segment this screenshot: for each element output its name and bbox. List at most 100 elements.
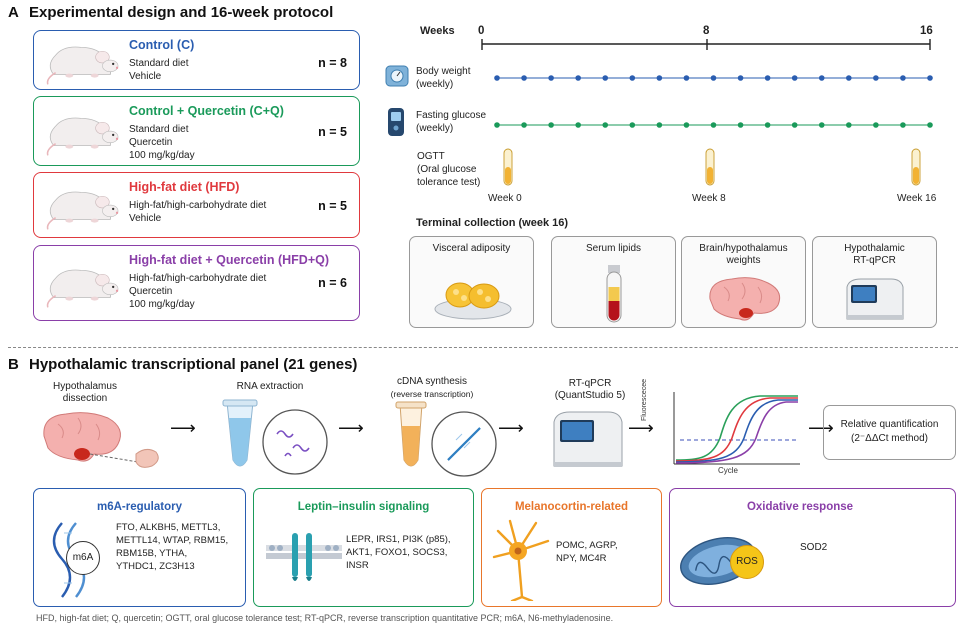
- terminal-item-label: Visceral adiposity: [432, 243, 511, 254]
- week-tick-8: 8: [703, 25, 710, 37]
- week-dot: [494, 122, 500, 128]
- step-cdna-synthesis-label: cDNA synthesis (reverse transcription): [390, 376, 474, 399]
- qpcr-machine-icon: [846, 278, 904, 320]
- group-card-hfd: High-fat diet (HFD) High-fat/high-carboh…: [33, 172, 360, 238]
- ogtt-label: OGTT (Oral glucose tolerance test): [417, 150, 480, 189]
- amplification-curve: [675, 399, 798, 463]
- footnote: HFD, high-fat diet; Q, quercetin; OGTT, …: [36, 613, 614, 623]
- label-line: (weekly): [416, 123, 454, 134]
- panel-b-letter: B: [8, 356, 19, 373]
- week-dot: [710, 75, 717, 81]
- category-title: Melanocortin-related: [514, 501, 629, 513]
- label-line: Body weight: [416, 66, 471, 77]
- category-title: m6A-regulatory: [97, 501, 182, 513]
- group-title: High-fat diet + Quercetin (HFD+Q): [129, 253, 330, 267]
- receptor-membrane-icon: [266, 533, 342, 581]
- week-dot: [737, 122, 744, 128]
- brain-icon: [709, 277, 781, 321]
- group-line: 100 mg/kg/day: [129, 299, 195, 310]
- group-description: High-fat/high-carbohydrate diet Querceti…: [129, 272, 266, 311]
- week-dot: [873, 122, 879, 128]
- week-dot: [548, 122, 554, 128]
- scale-icon: [385, 65, 409, 87]
- group-line: Quercetin: [129, 137, 173, 148]
- group-line: Vehicle: [129, 213, 162, 224]
- fasting-glucose-label: Fasting glucose (weekly): [416, 109, 486, 135]
- arrow-right-icon: ⟶: [628, 418, 654, 438]
- step-rna-extraction-label: RNA extraction: [236, 381, 304, 392]
- terminal-collection-title: Terminal collection (week 16): [416, 217, 569, 229]
- blood-tube-icon: [606, 265, 622, 323]
- week-dot: [602, 75, 609, 81]
- group-card-control-quercetin: Control + Quercetin (C+Q) Standard diet …: [33, 96, 360, 166]
- weeks-label: Weeks: [420, 25, 455, 37]
- terminal-item-label: Serum lipids: [585, 243, 642, 254]
- relative-quantification-box: Relative quantification (2⁻ΔΔCt method): [823, 405, 956, 460]
- week-dot: [521, 75, 527, 81]
- group-n: n = 5: [318, 199, 347, 213]
- group-description: Standard diet Vehicle: [129, 57, 189, 83]
- arrow-right-icon: ⟶: [808, 418, 834, 438]
- category-oxidative-response: Oxidative response ROS SOD2: [669, 488, 956, 607]
- quant-line: (2⁻ΔΔCt method): [851, 433, 928, 444]
- glucose-dots: [494, 122, 933, 128]
- panel-a-title: Experimental design and 16-week protocol: [29, 4, 334, 21]
- section-divider: [8, 347, 958, 348]
- week-dot: [710, 122, 717, 128]
- terminal-item-brain-weights: Brain/hypothalamus weights: [681, 236, 806, 328]
- group-line: High-fat/high-carbohydrate diet: [129, 200, 267, 211]
- group-card-hfd-quercetin: High-fat diet + Quercetin (HFD+Q) High-f…: [33, 245, 360, 321]
- panel-b-title: Hypothalamic transcriptional panel (21 g…: [29, 356, 358, 373]
- week-tick-16: 16: [920, 25, 933, 37]
- plot-xlabel: Cycle: [718, 466, 739, 475]
- week-dot: [602, 122, 609, 128]
- step-rt-qpcr-label: RT-qPCR(QuantStudio 5): [554, 378, 626, 401]
- week-dot: [656, 122, 663, 128]
- group-line: Vehicle: [129, 71, 162, 82]
- rat-icon: [46, 117, 120, 157]
- group-description: High-fat/high-carbohydrate diet Vehicle: [129, 199, 266, 225]
- week-dot: [629, 122, 636, 128]
- week-dot: [791, 75, 798, 81]
- hypothalamus-dissection-icon: [43, 412, 159, 468]
- rat-icon: [46, 46, 120, 86]
- group-line: Standard diet: [129, 124, 189, 135]
- neuron-icon: [492, 519, 550, 601]
- ogtt-week-8: Week 8: [692, 193, 726, 204]
- terminal-item-label: Brain/hypothalamus weights: [699, 243, 788, 266]
- category-leptin-insulin-signaling: Leptin–insulin signaling LEPR, IRS1, PI3…: [253, 488, 474, 607]
- week-dot: [764, 75, 771, 81]
- quant-line: Relative quantification: [840, 419, 939, 430]
- m6a-badge: m6A: [66, 541, 100, 575]
- week-dot: [575, 75, 581, 81]
- group-n: n = 5: [318, 125, 347, 139]
- gene-list: LEPR, IRS1, PI3K (p85), AKT1, FOXO1, SOC…: [346, 534, 451, 571]
- terminal-item-hypothalamic-rt-qpcr: Hypothalamic RT-qPCR: [812, 236, 937, 328]
- terminal-item-serum-lipids: Serum lipids: [551, 236, 676, 328]
- group-n: n = 6: [318, 276, 347, 290]
- group-title: High-fat diet (HFD): [129, 180, 240, 194]
- week-dot: [927, 122, 933, 128]
- ogtt-week-0: Week 0: [488, 193, 522, 204]
- category-title: Leptin–insulin signaling: [297, 501, 430, 513]
- arrow-right-icon: ⟶: [170, 418, 196, 438]
- week-dot: [846, 75, 852, 81]
- week-dot: [494, 75, 500, 81]
- terminal-item-label: Hypothalamic RT-qPCR: [844, 243, 905, 266]
- rat-icon: [46, 269, 120, 309]
- panel-a-letter: A: [8, 4, 19, 21]
- qpcr-machine-icon: [553, 411, 623, 467]
- week-dot: [927, 75, 933, 81]
- week-dot: [818, 75, 825, 81]
- week-dot: [656, 75, 663, 81]
- week-dot: [764, 122, 771, 128]
- amplification-curve: [675, 395, 798, 461]
- ogtt-tube-icon: [911, 148, 921, 186]
- arrow-right-icon: ⟶: [498, 418, 524, 438]
- group-title: Control + Quercetin (C+Q): [129, 104, 284, 118]
- category-title: Oxidative response: [746, 501, 854, 513]
- terminal-item-visceral-adiposity: Visceral adiposity: [409, 236, 534, 328]
- group-line: Standard diet: [129, 58, 189, 69]
- group-title: Control (C): [129, 38, 195, 52]
- week-dot: [521, 122, 527, 128]
